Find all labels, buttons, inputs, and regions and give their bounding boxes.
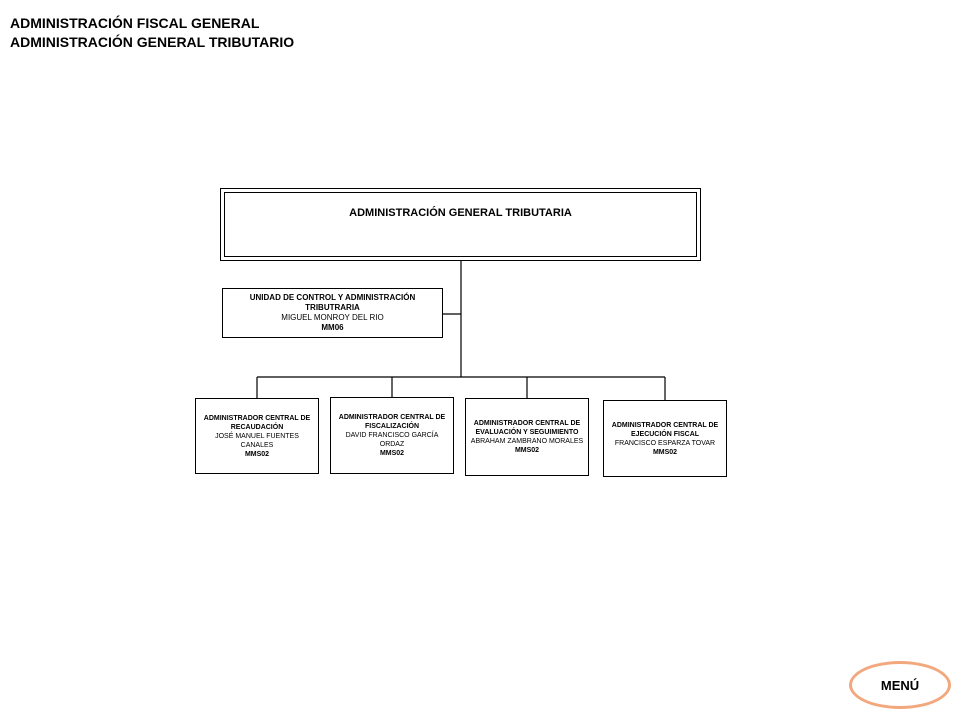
admin-title: ADMINISTRADOR CENTRAL DE EVALUACIÓN Y SE… [473,420,581,436]
admin-title: ADMINISTRADOR CENTRAL DE EJECUCIÓN FISCA… [611,421,719,438]
main-node-title: ADMINISTRACIÓN GENERAL TRIBUTARIA [349,206,572,219]
main-node-box: ADMINISTRACIÓN GENERAL TRIBUTARIA [220,188,701,261]
unit-name: MIGUEL MONROY DEL RIO [281,313,384,322]
admin-code: MMS02 [379,450,405,457]
admin-node-recaudacion: ADMINISTRADOR CENTRAL DE RECAUDACIÓN JOS… [195,398,319,474]
admin-name: ABRAHAM ZAMBRANO MORALES [470,438,584,445]
admin-title: ADMINISTRADOR CENTRAL DE FISCALIZACIÓN [338,414,446,430]
admin-code: MMS02 [514,447,540,454]
admin-name: DAVID FRANCISCO GARCÍA ORDAZ [345,432,439,448]
header-line-2: ADMINISTRACIÓN GENERAL TRIBUTARIO [10,34,295,50]
admin-code: MMS02 [244,450,270,458]
unit-code: MM06 [321,323,344,332]
page-header: ADMINISTRACIÓN FISCAL GENERAL ADMINISTRA… [10,14,294,52]
admin-node-evaluacion: ADMINISTRADOR CENTRAL DE EVALUACIÓN Y SE… [465,398,589,476]
admin-code: MMS02 [652,448,678,456]
menu-button-label: MENÚ [880,677,920,693]
unit-title: UNIDAD DE CONTROL Y ADMINISTRACIÓN TRIBU… [249,293,416,312]
menu-button[interactable]: MENÚ [849,661,951,709]
admin-name: FRANCISCO ESPARZA TOVAR [614,439,716,447]
header-line-1: ADMINISTRACIÓN FISCAL GENERAL [10,15,260,31]
admin-name: JOSÉ MANUEL FUENTES CANALES [215,432,299,449]
admin-node-fiscalizacion: ADMINISTRADOR CENTRAL DE FISCALIZACIÓN D… [330,397,454,474]
unit-node-box: UNIDAD DE CONTROL Y ADMINISTRACIÓN TRIBU… [222,288,443,338]
admin-node-ejecucion: ADMINISTRADOR CENTRAL DE EJECUCIÓN FISCA… [603,400,727,477]
admin-title: ADMINISTRADOR CENTRAL DE RECAUDACIÓN [203,414,311,431]
